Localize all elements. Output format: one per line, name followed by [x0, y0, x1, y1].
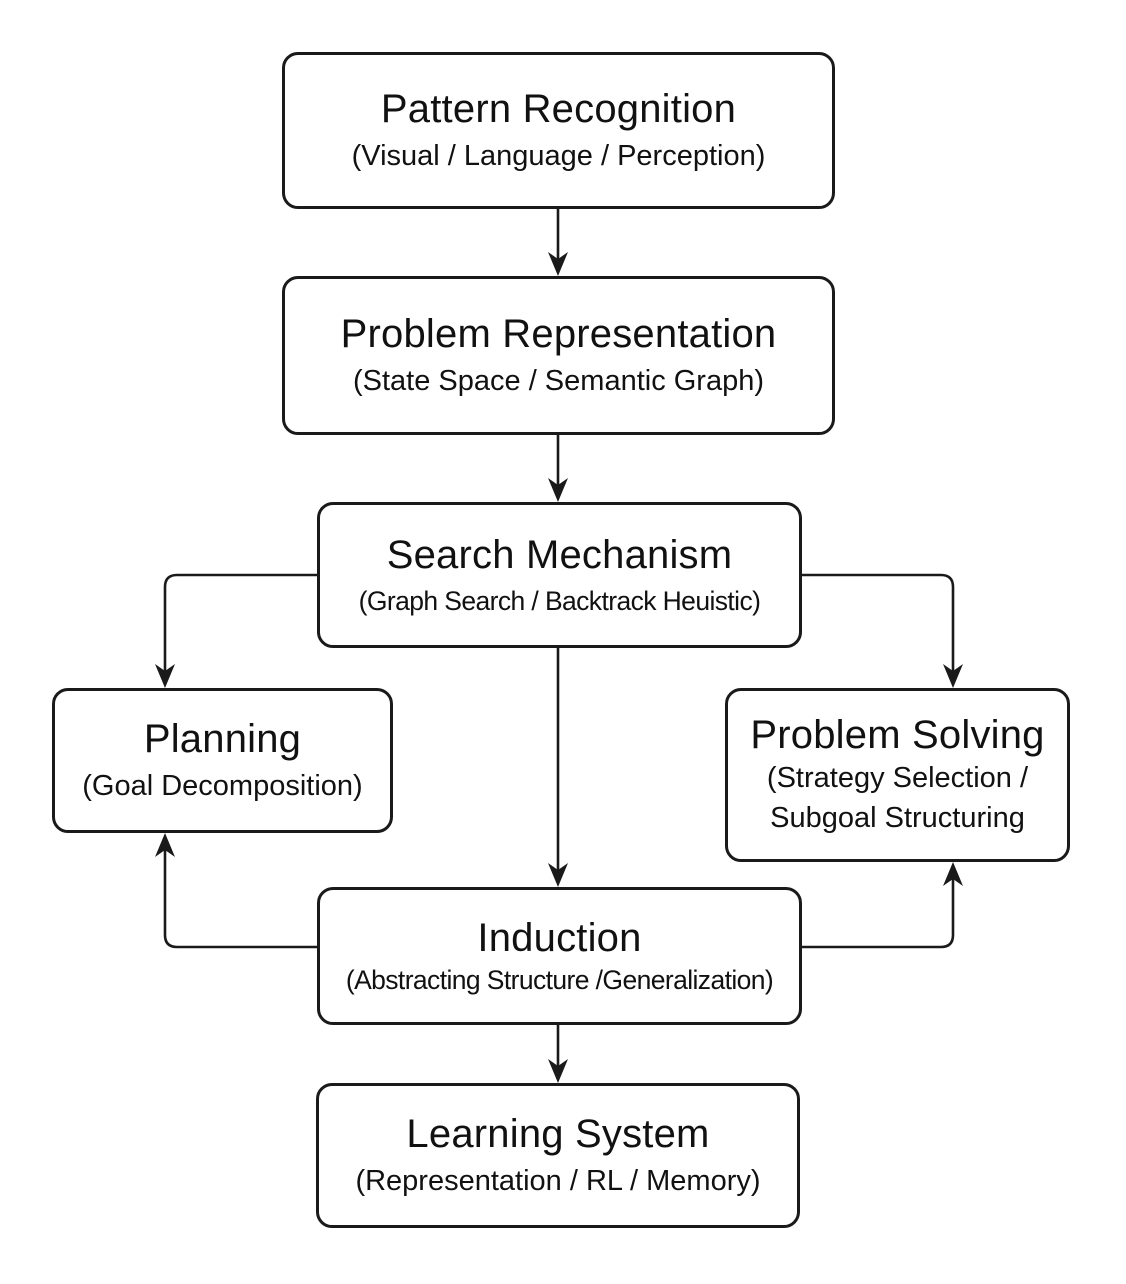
node-problem-solving-subtitle-line1: (Strategy Selection / [766, 761, 1029, 794]
node-induction: Induction (Abstracting Structure /Genera… [317, 887, 802, 1025]
node-planning: Planning (Goal Decomposition) [52, 688, 393, 833]
arrowhead-down-planning [155, 664, 175, 688]
node-search-mechanism-subtitle: (Graph Search / Backtrack Heuistic) [358, 585, 761, 616]
node-search-mechanism: Search Mechanism (Graph Search / Backtra… [317, 502, 802, 648]
node-problem-solving: Problem Solving (Strategy Selection / Su… [725, 688, 1070, 862]
node-learning-system-title: Learning System [406, 1111, 710, 1156]
node-learning-system-subtitle: (Representation / RL / Memory) [355, 1164, 761, 1197]
arrow-induction-to-planning [163, 839, 317, 949]
node-induction-subtitle: (Abstracting Structure /Generalization) [345, 964, 774, 995]
arrow-induction-to-problemsolving [802, 868, 955, 949]
arrowhead-down-2 [548, 478, 568, 502]
arrowhead-up-planning [155, 833, 175, 857]
arrow-search-to-problemsolving [802, 573, 955, 682]
node-pattern-recognition-title: Pattern Recognition [380, 86, 737, 131]
node-learning-system: Learning System (Representation / RL / M… [316, 1083, 800, 1228]
node-search-mechanism-title: Search Mechanism [386, 532, 733, 577]
node-planning-subtitle: (Goal Decomposition) [82, 769, 363, 802]
node-problem-representation-subtitle: (State Space / Semantic Graph) [352, 364, 765, 397]
arrowhead-down-3 [548, 863, 568, 887]
arrowhead-up-probsolving [943, 862, 963, 886]
node-problem-representation-title: Problem Representation [340, 311, 777, 356]
node-pattern-recognition: Pattern Recognition (Visual / Language /… [282, 52, 835, 209]
node-problem-solving-title: Problem Solving [750, 712, 1045, 757]
arrowhead-down-probsolving [943, 664, 963, 688]
arrowhead-down-learning [548, 1059, 568, 1083]
arrowhead-down-1 [548, 252, 568, 276]
arrow-search-to-planning [163, 573, 317, 682]
node-pattern-recognition-subtitle: (Visual / Language / Perception) [351, 139, 766, 172]
node-problem-solving-subtitle-line2: Subgoal Structuring [770, 802, 1025, 834]
node-problem-representation: Problem Representation (State Space / Se… [282, 276, 835, 435]
node-planning-title: Planning [143, 716, 302, 761]
node-induction-title: Induction [477, 915, 642, 960]
